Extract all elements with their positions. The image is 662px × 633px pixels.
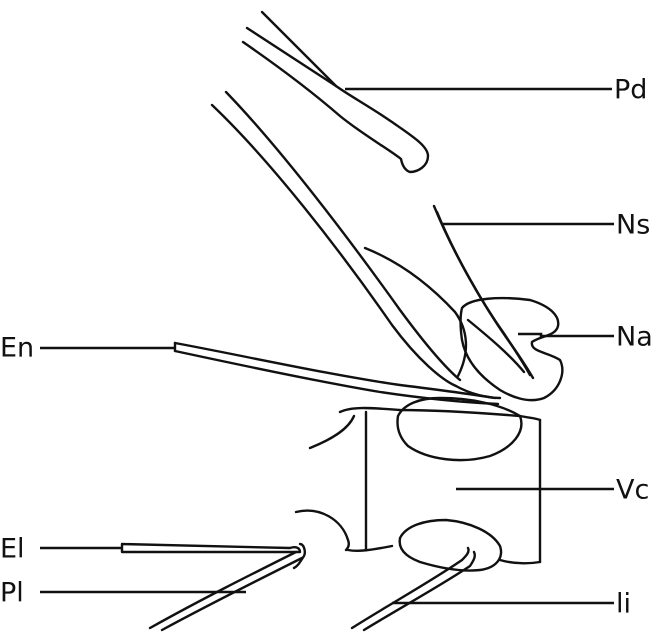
- li-rib-a: [352, 548, 469, 628]
- long-stalk-inner: [226, 92, 460, 380]
- leader-lines: [40, 89, 614, 603]
- label-vc: Vc: [616, 475, 649, 506]
- el-rod: [122, 544, 300, 552]
- label-li: li: [616, 589, 631, 620]
- na-lobe: [461, 298, 563, 400]
- pl-rib-b: [162, 558, 302, 630]
- vc-bottom-edge: [348, 546, 392, 551]
- lower-condyle: [400, 520, 501, 571]
- drawing: [122, 12, 562, 630]
- na-leader: [518, 334, 614, 336]
- ns-spine-b: [437, 212, 533, 378]
- pl-rib-a: [150, 552, 296, 628]
- vc-left-lower-arc: [296, 511, 349, 550]
- triangle-web: [365, 248, 466, 376]
- label-el: El: [0, 534, 25, 565]
- label-na: Na: [616, 322, 653, 353]
- label-pl: Pl: [0, 578, 24, 609]
- label-ns: Ns: [616, 210, 650, 241]
- pd-structure: [243, 28, 428, 172]
- en-rod-lower: [175, 351, 498, 404]
- vc-bottom-right: [500, 560, 540, 563]
- long-stalk-outer: [212, 105, 456, 386]
- pd-top-line: [262, 12, 336, 86]
- na-inner-line: [468, 320, 524, 372]
- label-pd: Pd: [614, 75, 647, 106]
- upper-condyle: [397, 398, 521, 460]
- en-rod-upper: [175, 343, 495, 398]
- vc-left-upper-arc: [310, 416, 354, 448]
- label-en: En: [0, 333, 34, 364]
